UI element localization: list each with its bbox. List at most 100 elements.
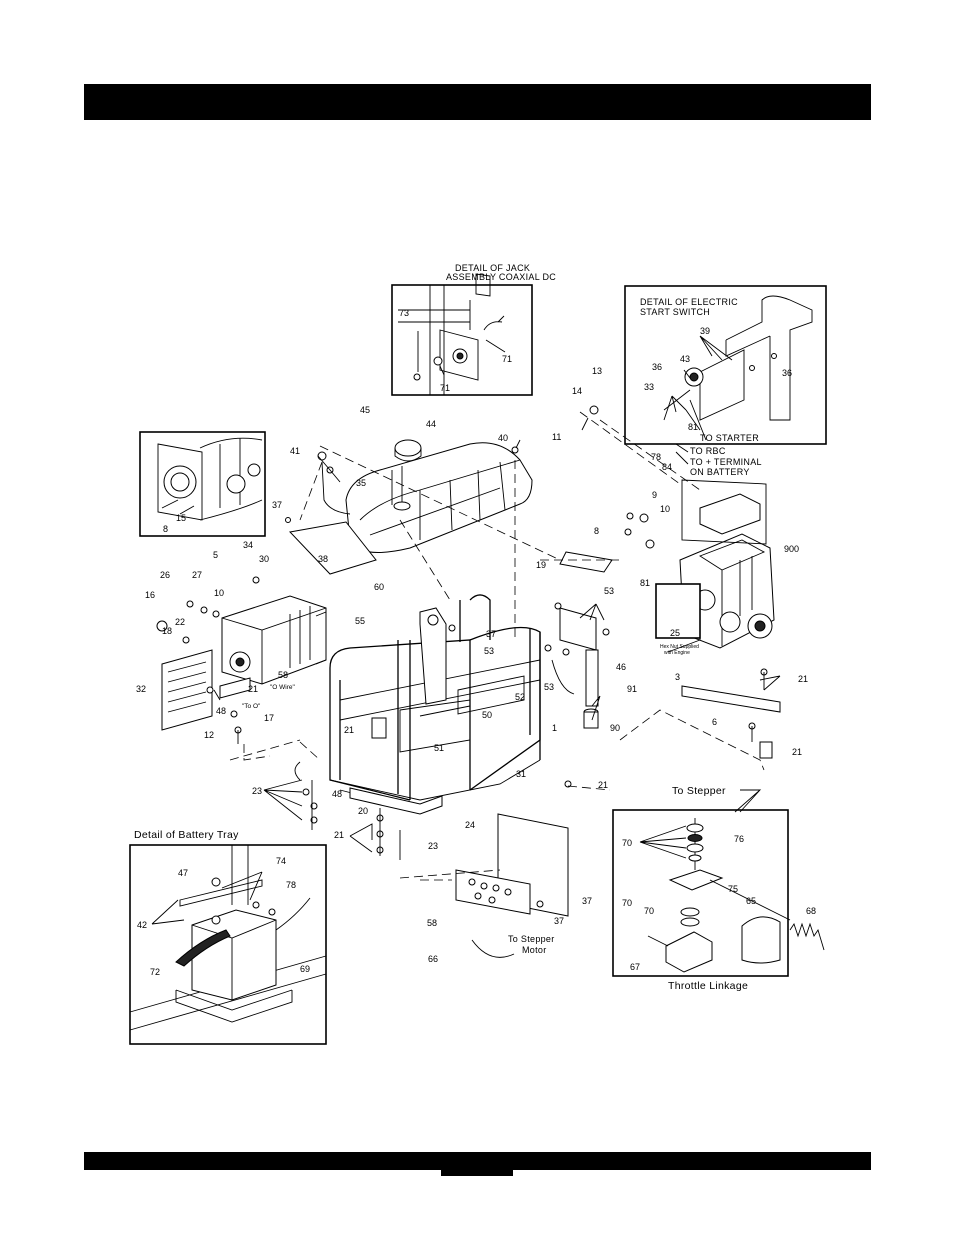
part-label-70: 70 (622, 898, 632, 908)
callout-to-stepper-motor-line2: Motor (522, 945, 547, 955)
part-label-30: 30 (259, 554, 269, 564)
part-label-21: 21 (798, 674, 808, 684)
part-label-24: 24 (465, 820, 475, 830)
part-label-50: 50 (482, 710, 492, 720)
detail-jack-title-line1: DETAIL OF JACK (455, 263, 530, 273)
part-label-45: 45 (360, 405, 370, 415)
part-label-13: 13 (592, 366, 602, 376)
footer-page-tab (441, 1152, 513, 1176)
callout-to-stepper: To Stepper (672, 785, 726, 797)
part-label-60: 60 (374, 582, 384, 592)
part-label-21: 21 (598, 780, 608, 790)
detail-electric-title-line2: START SWITCH (640, 307, 710, 317)
part-label-8: 8 (163, 524, 168, 534)
part-label-18: 18 (162, 626, 172, 636)
part-label-75: 75 (728, 884, 738, 894)
part-label-58: 58 (278, 670, 288, 680)
part-label-71: 71 (502, 354, 512, 364)
part-label-16: 16 (145, 590, 155, 600)
engine: Hex Nut Supplied with Engine (655, 479, 775, 656)
part-label-32: 32 (136, 684, 146, 694)
part-label-46: 46 (616, 662, 626, 672)
part-label-23: 23 (252, 786, 262, 796)
frame (329, 594, 541, 815)
misc-parts (156, 405, 781, 958)
part-label-81: 81 (640, 578, 650, 588)
part-label-12: 12 (204, 730, 214, 740)
part-label-71: 71 (440, 383, 450, 393)
part-label-37: 37 (582, 896, 592, 906)
part-number-labels: 73 71 71 13 14 11 39 43 36 36 33 81 78 8… (136, 308, 816, 977)
callout-to-stepper-motor-line1: To Stepper (508, 934, 555, 944)
part-label-53: 53 (544, 682, 554, 692)
part-label-53: 53 (604, 586, 614, 596)
part-label-40: 40 (498, 433, 508, 443)
part-label-76: 76 (734, 834, 744, 844)
part-label-1: 1 (552, 723, 557, 733)
part-label-8: 8 (594, 526, 599, 536)
part-label-900: 900 (784, 544, 799, 554)
part-label-84: 84 (662, 462, 672, 472)
part-label-21: 21 (792, 747, 802, 757)
part-label-26: 26 (160, 570, 170, 580)
part-label-78: 78 (286, 880, 296, 890)
part-label-65: 65 (746, 896, 756, 906)
callout-to-o: "To O" (242, 703, 261, 710)
part-label-33: 33 (644, 382, 654, 392)
header-bar (84, 84, 871, 120)
callout-to-rbc: TO RBC (690, 446, 726, 456)
assembly-lines (229, 411, 765, 881)
part-label-70: 70 (622, 838, 632, 848)
part-label-5: 5 (213, 550, 218, 560)
part-label-67: 67 (630, 962, 640, 972)
part-label-53: 53 (484, 646, 494, 656)
part-label-20: 20 (358, 806, 368, 816)
part-label-48: 48 (216, 706, 226, 716)
part-label-47: 47 (178, 868, 188, 878)
part-label-21: 21 (248, 684, 258, 694)
detail-throttle-linkage: To Stepper Throttle Linkage (612, 785, 825, 992)
part-label-11: 11 (552, 432, 561, 442)
part-label-52: 52 (515, 692, 525, 702)
part-label-21: 21 (344, 725, 354, 735)
part-label-69: 69 (300, 964, 310, 974)
detail-alternator-mount (139, 431, 266, 537)
part-label-38: 38 (318, 554, 328, 564)
part-label-25: 25 (670, 628, 680, 638)
callout-to-terminal-line1: TO + TERMINAL (690, 457, 762, 467)
part-label-34: 34 (243, 540, 253, 550)
detail-battery-title: Detail of Battery Tray (134, 829, 239, 841)
part-label-6: 6 (712, 717, 717, 727)
part-label-51: 51 (434, 743, 444, 753)
part-label-21: 21 (334, 830, 344, 840)
part-label-37: 37 (486, 629, 496, 639)
part-label-36: 36 (652, 362, 662, 372)
leader-lines (151, 335, 781, 925)
part-label-37: 37 (272, 500, 282, 510)
part-label-70: 70 (644, 906, 654, 916)
part-label-22: 22 (175, 617, 185, 627)
part-label-27: 27 (192, 570, 202, 580)
part-label-41: 41 (290, 446, 300, 456)
callout-hex-nut-line2: with Engine (664, 650, 690, 656)
part-label-91: 91 (627, 684, 637, 694)
part-label-10: 10 (660, 504, 670, 514)
part-label-9: 9 (652, 490, 657, 500)
part-label-3: 3 (675, 672, 680, 682)
detail-throttle-title: Throttle Linkage (668, 980, 748, 992)
part-label-14: 14 (572, 386, 582, 396)
fuel-tank (345, 439, 533, 553)
part-label-23: 23 (428, 841, 438, 851)
detail-jack-assembly: DETAIL OF JACK ASSEMBLY COAXIAL DC (391, 263, 556, 396)
part-label-74: 74 (276, 856, 286, 866)
part-label-19: 19 (536, 560, 546, 570)
part-label-31: 31 (516, 769, 526, 779)
part-label-90: 90 (610, 723, 620, 733)
alternator (161, 595, 327, 731)
part-label-68: 68 (806, 906, 816, 916)
part-label-44: 44 (426, 419, 436, 429)
part-label-43: 43 (680, 354, 690, 364)
part-label-42: 42 (137, 920, 147, 930)
part-label-48: 48 (332, 789, 342, 799)
